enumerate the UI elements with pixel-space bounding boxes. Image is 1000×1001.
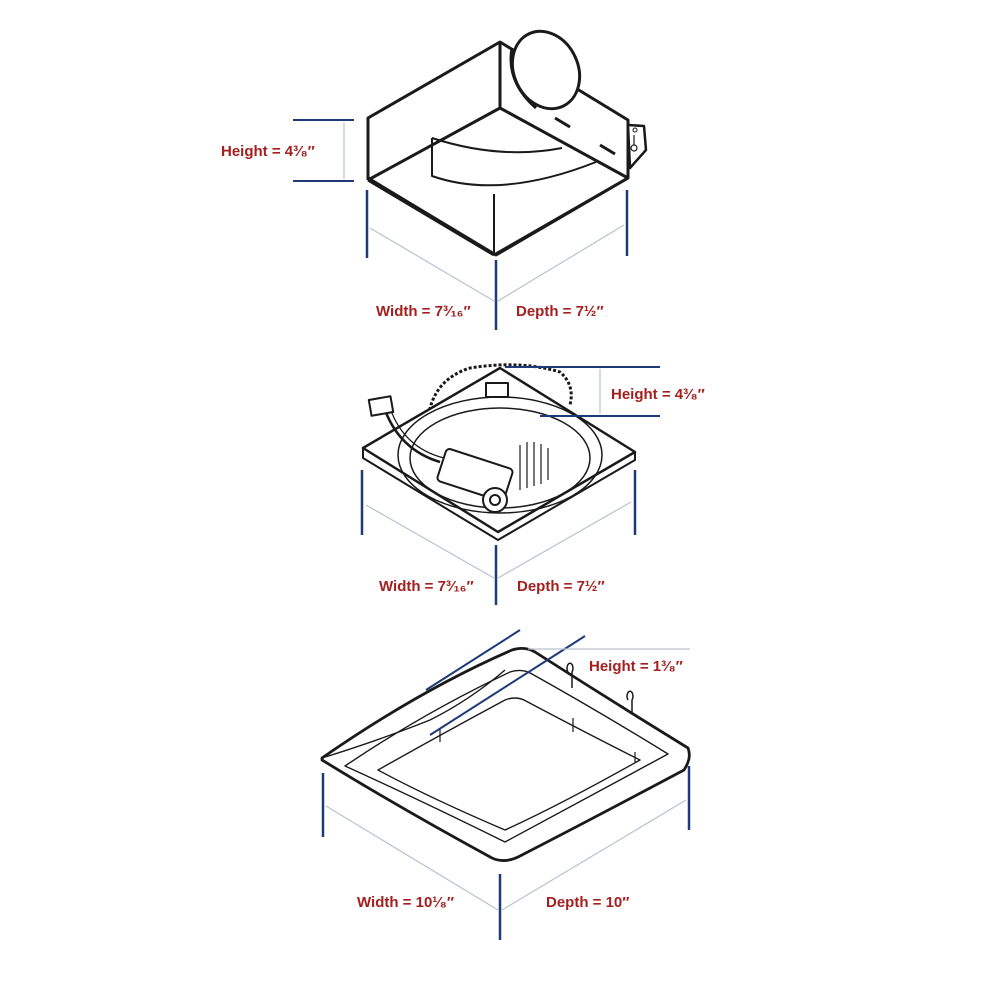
motor-assembly-height-label: Height = 4³⁄₈″ <box>611 386 705 403</box>
grille-drawing <box>320 647 691 862</box>
motor-assembly-depth-label: Depth = 7½″ <box>517 578 605 595</box>
fan-housing-depth-label: Depth = 7½″ <box>516 303 604 320</box>
fan-housing-dimension-lines <box>293 119 629 330</box>
grille-width-label: Width = 10¹⁄₈″ <box>357 894 455 911</box>
fan-housing-drawing <box>366 29 648 257</box>
fan-housing-width-label: Width = 7³⁄₁₆″ <box>376 303 471 320</box>
grille-depth-label: Depth = 10″ <box>546 894 630 911</box>
motor-assembly-dimension-lines <box>360 366 660 605</box>
motor-assembly-drawing <box>361 363 637 541</box>
motor-assembly-width-label: Width = 7³⁄₁₆″ <box>379 578 474 595</box>
fan-housing-height-label: Height = 4³⁄₈″ <box>221 143 315 160</box>
grille-dimension-lines <box>321 629 691 940</box>
grille-height-label: Height = 1³⁄₈″ <box>589 658 683 675</box>
